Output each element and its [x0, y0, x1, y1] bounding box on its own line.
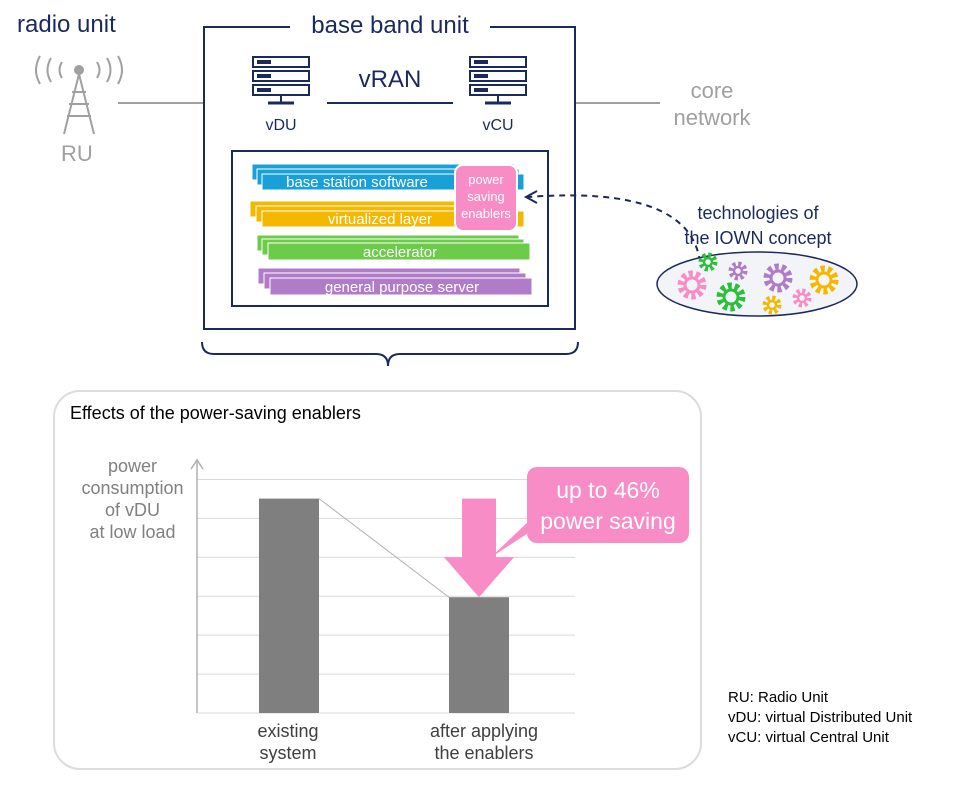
gear-icon — [677, 270, 707, 300]
antenna-icon — [35, 55, 123, 135]
vdu-server-icon — [252, 56, 310, 105]
chart-ylabel: power consumption of vDU at low load — [81, 456, 184, 542]
enablers-label: power saving enablers — [455, 171, 517, 222]
bbu-title-mask — [290, 14, 490, 40]
legend-entry: vDU: virtual Distributed Unit — [728, 709, 913, 726]
vran-label: vRAN — [358, 66, 422, 93]
saving-callout — [527, 467, 689, 543]
gear-icon — [763, 263, 793, 293]
core-network-label: core network — [652, 77, 772, 131]
gear-icon — [716, 282, 746, 312]
iown-label-line: the IOWN concept — [684, 228, 832, 248]
vcu-server-icon — [469, 56, 527, 105]
gear-icon — [762, 295, 782, 315]
bbu-title: base band unit — [311, 12, 469, 39]
abbreviation-legend: RU: Radio Unit vDU: virtual Distributed … — [728, 688, 912, 748]
accelerator-layer — [256, 234, 531, 261]
radio-unit-title: radio unit — [17, 11, 116, 38]
core-network-line: core — [690, 78, 734, 103]
stack-box — [231, 150, 549, 307]
layer-label-software: base station software — [286, 174, 428, 191]
chart-category-label: after applying the enablers — [429, 721, 539, 763]
iown-dish — [656, 251, 858, 317]
callout-tail — [490, 520, 548, 558]
layer-label-virtualized: virtualized layer — [327, 211, 433, 228]
vcu-label: vCU — [482, 117, 514, 134]
legend-entry: RU: Radio Unit — [728, 689, 829, 706]
iown-arrow-head — [523, 190, 538, 204]
chart-y-axis-arrow — [190, 458, 204, 470]
enablers-label-line: power — [468, 172, 504, 187]
vdu-label: vDU — [265, 117, 297, 134]
layer-label-server: general purpose server — [324, 279, 480, 296]
legend-entry: vCU: virtual Central Unit — [728, 729, 889, 746]
enablers-label-line: enablers — [461, 206, 511, 221]
gear-icon — [698, 252, 718, 272]
chart-bar — [449, 597, 509, 713]
chart-plot — [190, 458, 575, 714]
iown-label: technologies of the IOWN concept — [648, 201, 868, 251]
gear-icons — [677, 252, 839, 315]
bbu-brace — [201, 341, 579, 367]
chart-category-label: existing system — [257, 721, 319, 763]
general-purpose-server-layer — [257, 267, 533, 296]
saving-arrow — [444, 498, 514, 598]
callout-text: up to 46% power saving — [527, 475, 689, 537]
callout-line: power saving — [540, 508, 676, 534]
callout-line: up to 46% — [556, 477, 660, 503]
core-network-line: network — [673, 105, 751, 130]
chart-connector — [318, 498, 450, 598]
gear-icon — [792, 288, 812, 308]
gear-icon — [809, 265, 839, 295]
gear-icon — [728, 261, 748, 281]
effects-panel — [53, 390, 702, 770]
effects-panel-title: Effects of the power-saving enablers — [70, 403, 361, 423]
ru-label: RU — [61, 141, 93, 166]
iown-label-line: technologies of — [697, 203, 819, 223]
layer-label-accelerator: accelerator — [362, 244, 438, 261]
enablers-label-line: saving — [467, 189, 505, 204]
enablers-box — [454, 164, 518, 232]
chart-bar — [259, 498, 319, 713]
